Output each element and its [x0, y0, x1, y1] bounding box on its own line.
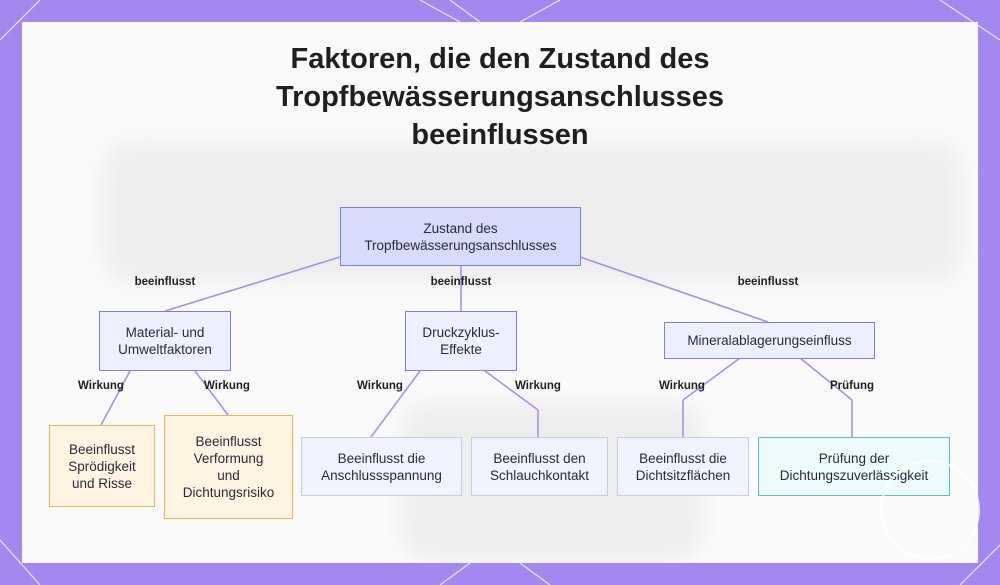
edge-material-verformung — [194, 370, 229, 416]
node-schlauch: Beeinflusst den Schlauchkontakt — [471, 437, 608, 496]
node-sproedigkeit: Beeinflusst Sprödigkeit und Risse — [49, 425, 155, 507]
edge-label-druck-spannung: Wirkung — [357, 380, 403, 392]
node-druck: Druckzyklus- Effekte — [405, 311, 517, 371]
node-dichtsitz: Beeinflusst die Dichtsitzflächen — [617, 437, 749, 496]
edge-root-material — [164, 256, 341, 312]
edge-label-root-mineral: beeinflusst — [737, 276, 799, 288]
node-material: Material- und Umweltfaktoren — [99, 311, 231, 371]
edge-label-material-sproedigkeit: Wirkung — [78, 380, 124, 392]
edge-mineral-dichtsitz — [682, 357, 741, 401]
edge-label-material-verformung: Wirkung — [204, 380, 250, 392]
edge-root-mineral — [579, 256, 769, 323]
edge-label-root-material: beeinflusst — [134, 276, 196, 288]
node-mineral: Mineralablagerungseinfluss — [664, 322, 875, 359]
node-verformung: Beeinflusst Verformung und Dichtungsrisi… — [164, 415, 293, 519]
edge-label-druck-schlauch: Wirkung — [515, 380, 561, 392]
node-spannung: Beeinflusst die Anschlussspannung — [301, 437, 462, 496]
edge-mineral-pruefung — [799, 357, 853, 401]
edge-label-root-druck: beeinflusst — [430, 276, 492, 288]
edge-druck-spannung — [370, 370, 421, 438]
node-root: Zustand des Tropfbewässerungsanschlusses — [340, 207, 581, 266]
watermark-logo — [880, 460, 980, 560]
node-pruefung: Prüfung der Dichtungszuverlässigkeit — [758, 437, 950, 496]
edge-material-sproedigkeit — [100, 370, 131, 426]
edge-label-mineral-pruefung: Prüfung — [829, 380, 875, 392]
diagram-title: Faktoren, die den Zustand des Tropfbewäs… — [275, 43, 725, 151]
edge-label-mineral-dichtsitz: Wirkung — [659, 380, 705, 392]
edge-druck-schlauch — [484, 370, 539, 411]
